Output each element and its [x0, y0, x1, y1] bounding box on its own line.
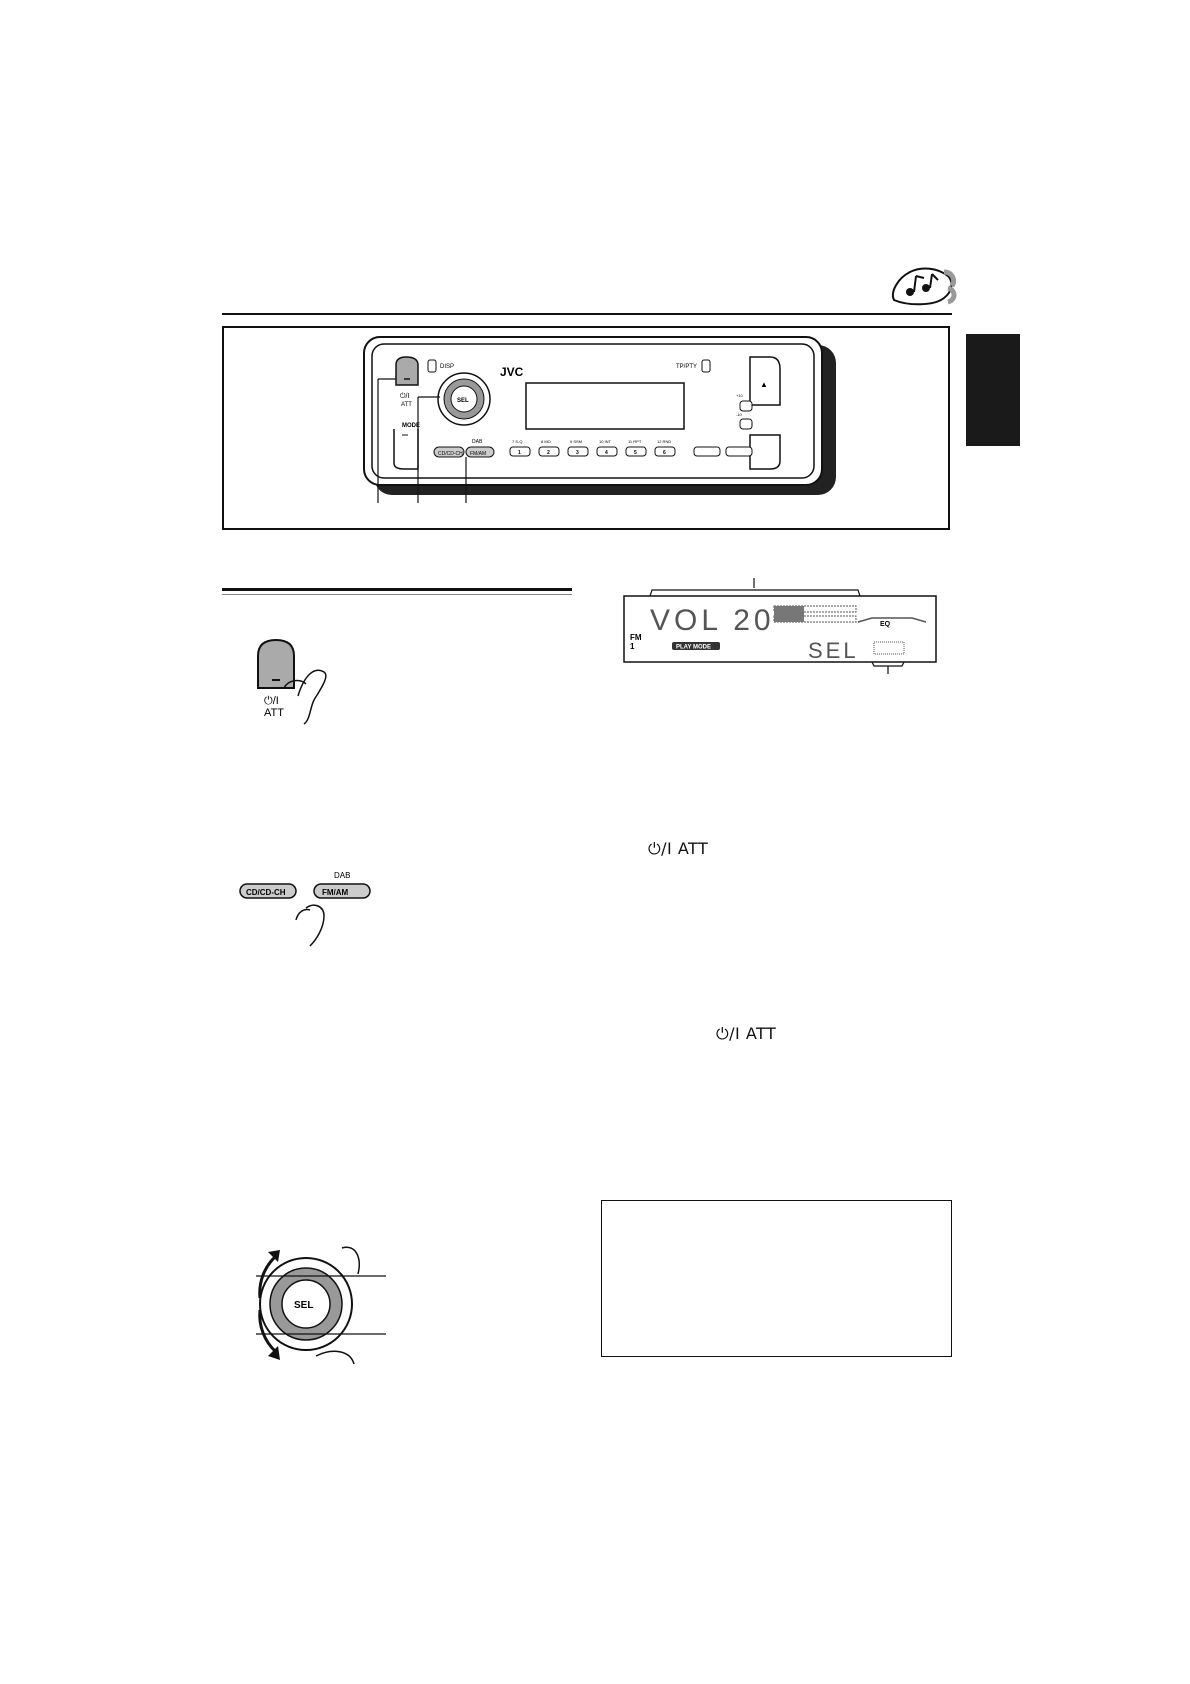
panel-control-dial[interactable] [437, 372, 491, 426]
power-button-illustration: ⏻/I ATT [257, 638, 327, 725]
power-att-reference-2: ⏻/I ATT [716, 1024, 777, 1043]
power-att-reference-1: ⏻/I ATT [648, 839, 709, 858]
lcd-display-illustration: VOL 20 FM 1 PLAY MODE EQ SEL [623, 578, 937, 674]
preset-number-4: 4 [605, 450, 608, 456]
preset-button-1[interactable] [509, 446, 531, 457]
music-notes-icon [892, 267, 957, 306]
panel-tp-pty-button[interactable] [701, 359, 711, 373]
panel-mode-label: MODE [402, 423, 420, 429]
panel-att-label: ATT [401, 402, 412, 408]
panel-sel-label: SEL [457, 398, 469, 404]
source-buttons-illustration: DAB CD/CD-CH FM/AM [239, 871, 371, 947]
panel-fm-am-button[interactable] [465, 446, 495, 458]
preset-label-1: 7 S-Q [512, 439, 522, 444]
preset-button-4[interactable] [596, 446, 618, 457]
preset-number-2: 2 [547, 450, 550, 456]
panel-display-window [525, 382, 685, 430]
preset-button-2[interactable] [538, 446, 560, 457]
preset-label-6: 12 RND [657, 439, 671, 444]
section-rule [222, 588, 572, 591]
panel-cd-button[interactable] [433, 446, 465, 458]
panel-preset-buttons: 7 S-Q 8 MO 9 SSM 10 INT 11 RPT 12 RND 1 … [509, 439, 676, 457]
cd-button[interactable] [239, 883, 297, 899]
note-box [601, 1200, 952, 1357]
lcd-play-mode-text: PLAY MODE [676, 645, 711, 651]
header-rule [222, 313, 952, 315]
lcd-panel [623, 595, 937, 663]
fm-am-button[interactable] [313, 883, 371, 899]
eject-icon: ▲ [760, 380, 768, 389]
panel-tp-pty-label: TP/PTY [676, 364, 697, 370]
dial-sel-label: SEL [294, 1300, 313, 1311]
panel-disp-button[interactable] [427, 359, 437, 373]
lcd-volume-text: VOL 20 [650, 604, 775, 637]
preset-label-2: 8 MO [541, 439, 551, 444]
panel-cd-label: CD/CD-CH [438, 451, 463, 457]
control-dial[interactable] [259, 1257, 353, 1351]
control-dial-illustration: SEL [256, 1246, 386, 1365]
panel-eject-button[interactable] [749, 356, 781, 406]
power-button[interactable] [257, 638, 295, 689]
panel-brand-logo: JVC [500, 365, 524, 379]
panel-down-arrow-button[interactable] [693, 446, 721, 457]
lcd-preset: 1 [630, 642, 635, 651]
preset-button-6[interactable] [654, 446, 676, 457]
preset-number-3: 3 [576, 450, 579, 456]
panel-down-button[interactable] [739, 418, 753, 430]
panel-disp-label: DISP [440, 364, 454, 370]
preset-number-1: 1 [518, 450, 521, 456]
cd-button-label: CD/CD-CH [246, 888, 286, 897]
faceplate-illustration: ⏻/I ATT MODE DISP JVC SEL TP/PTY ▲ +10 -… [363, 336, 836, 503]
lcd-eq-label: EQ [880, 621, 891, 628]
preset-label-4: 10 INT [599, 439, 612, 444]
panel-release-button[interactable] [749, 434, 781, 470]
preset-button-3[interactable] [567, 446, 589, 457]
panel-up-label: +10 [736, 393, 744, 398]
preset-button-5[interactable] [625, 446, 647, 457]
faceplate-figure [222, 326, 950, 530]
panel-dab-label: DAB [472, 439, 483, 445]
panel-up-button[interactable] [739, 400, 753, 412]
lcd-sel-text: SEL [808, 638, 859, 663]
language-tab [966, 334, 1020, 446]
att-label: ATT [264, 707, 284, 719]
panel-down-label: -10 [736, 412, 743, 417]
dab-label: DAB [334, 871, 350, 880]
preset-number-5: 5 [634, 450, 637, 456]
preset-label-5: 11 RPT [628, 439, 642, 444]
panel-up-arrow-button[interactable] [725, 446, 753, 457]
preset-number-6: 6 [663, 450, 666, 456]
panel-power-button[interactable] [395, 356, 419, 386]
lcd-play-mode-badge [672, 642, 720, 650]
panel-power-label: ⏻/I [400, 392, 409, 400]
preset-label-3: 9 SSM [570, 439, 582, 444]
fm-am-button-label: FM/AM [322, 888, 349, 897]
power-symbol-label: ⏻/I [264, 695, 279, 707]
panel-fm-am-label: FM/AM [470, 451, 486, 457]
panel-mode-button[interactable] [393, 429, 419, 470]
section-rule-thin [222, 594, 572, 595]
lcd-band: FM [630, 633, 642, 642]
